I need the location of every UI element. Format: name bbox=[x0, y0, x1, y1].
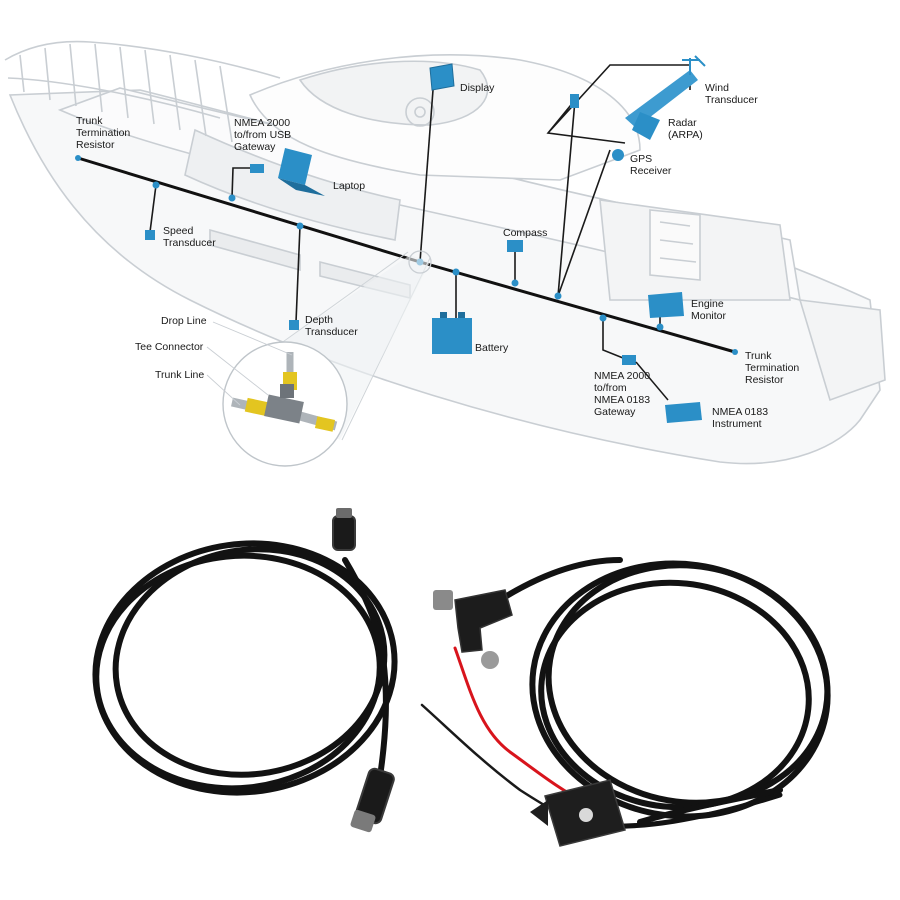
left-top-connector bbox=[332, 508, 356, 551]
label-line: Speed bbox=[163, 225, 194, 237]
label-line: to/from USB bbox=[234, 129, 291, 141]
laptop-icon bbox=[278, 148, 325, 196]
label-tee-connector: Tee Connector bbox=[135, 341, 204, 353]
nmea0183-instrument-icon bbox=[665, 402, 702, 423]
label-line: Instrument bbox=[712, 418, 762, 430]
radar-antenna-icon bbox=[625, 70, 698, 140]
left-cable-coil bbox=[92, 540, 398, 796]
label-line: Battery bbox=[475, 342, 509, 354]
label-line: Compass bbox=[503, 227, 547, 239]
label-line: NMEA 2000 bbox=[234, 117, 290, 129]
label-line: Gateway bbox=[234, 141, 276, 153]
speed-transducer-icon bbox=[145, 230, 155, 240]
depth-transducer-icon bbox=[289, 320, 299, 330]
label-line: NMEA 0183 bbox=[712, 406, 768, 418]
usb-gateway-icon bbox=[250, 164, 264, 173]
label-line: Engine bbox=[691, 298, 724, 310]
boat-illustration bbox=[4, 40, 886, 465]
label-line: Laptop bbox=[333, 180, 365, 192]
label-compass: Compass bbox=[503, 227, 547, 239]
label-line: Trunk Line bbox=[155, 369, 204, 381]
label-line: GPS bbox=[630, 153, 652, 165]
right-cable-coil bbox=[497, 557, 831, 825]
label-line: Wind bbox=[705, 82, 729, 94]
label-line: Display bbox=[460, 82, 495, 94]
tee-connector-inset bbox=[222, 341, 348, 467]
label-line: NMEA 2000 bbox=[594, 370, 650, 382]
label-line: Resistor bbox=[76, 139, 115, 151]
engine-monitor-icon bbox=[648, 292, 684, 318]
product-cables-photo bbox=[92, 508, 831, 847]
label-line: Receiver bbox=[630, 165, 672, 177]
gps-receiver-icon bbox=[612, 149, 624, 161]
label-line: Depth bbox=[305, 314, 333, 326]
nmea-network bbox=[75, 55, 738, 467]
label-line: Resistor bbox=[745, 374, 784, 386]
red-power-wire bbox=[453, 646, 590, 806]
label-radar: Radar(ARPA) bbox=[668, 117, 703, 141]
label-line: Trunk bbox=[745, 350, 772, 362]
label-line: Drop Line bbox=[161, 315, 207, 327]
label-laptop: Laptop bbox=[333, 180, 365, 192]
battery-icon bbox=[432, 312, 472, 354]
label-line: NMEA 0183 bbox=[594, 394, 650, 406]
label-line: Tee Connector bbox=[135, 341, 204, 353]
tee-nodes bbox=[75, 155, 738, 355]
label-line: Radar bbox=[668, 117, 697, 129]
label-line: Gateway bbox=[594, 406, 636, 418]
compass-icon bbox=[507, 240, 523, 252]
label-line: Trunk bbox=[76, 115, 103, 127]
product-tee-connector bbox=[433, 589, 513, 669]
label-line: Transducer bbox=[705, 94, 758, 106]
label-line: Transducer bbox=[305, 326, 358, 338]
label-line: Termination bbox=[76, 127, 130, 139]
label-line: (ARPA) bbox=[668, 129, 703, 141]
wind-transducer-icon bbox=[682, 55, 706, 75]
radar-small-unit-icon bbox=[570, 94, 579, 108]
left-bottom-connector bbox=[350, 767, 395, 833]
label-line: Transducer bbox=[163, 237, 216, 249]
label-display: Display bbox=[460, 82, 495, 94]
nmea0183-gateway-icon bbox=[622, 355, 636, 365]
nmea0183-link bbox=[635, 361, 669, 401]
display-icon bbox=[429, 63, 455, 91]
label-drop-line: Drop Line bbox=[161, 315, 207, 327]
label-line: to/from bbox=[594, 382, 627, 394]
fuse-holder bbox=[530, 779, 626, 847]
label-line: Monitor bbox=[691, 310, 727, 322]
label-battery: Battery bbox=[475, 342, 509, 354]
label-line: Termination bbox=[745, 362, 799, 374]
label-trunk-line: Trunk Line bbox=[155, 369, 204, 381]
zoom-circle bbox=[408, 250, 432, 274]
